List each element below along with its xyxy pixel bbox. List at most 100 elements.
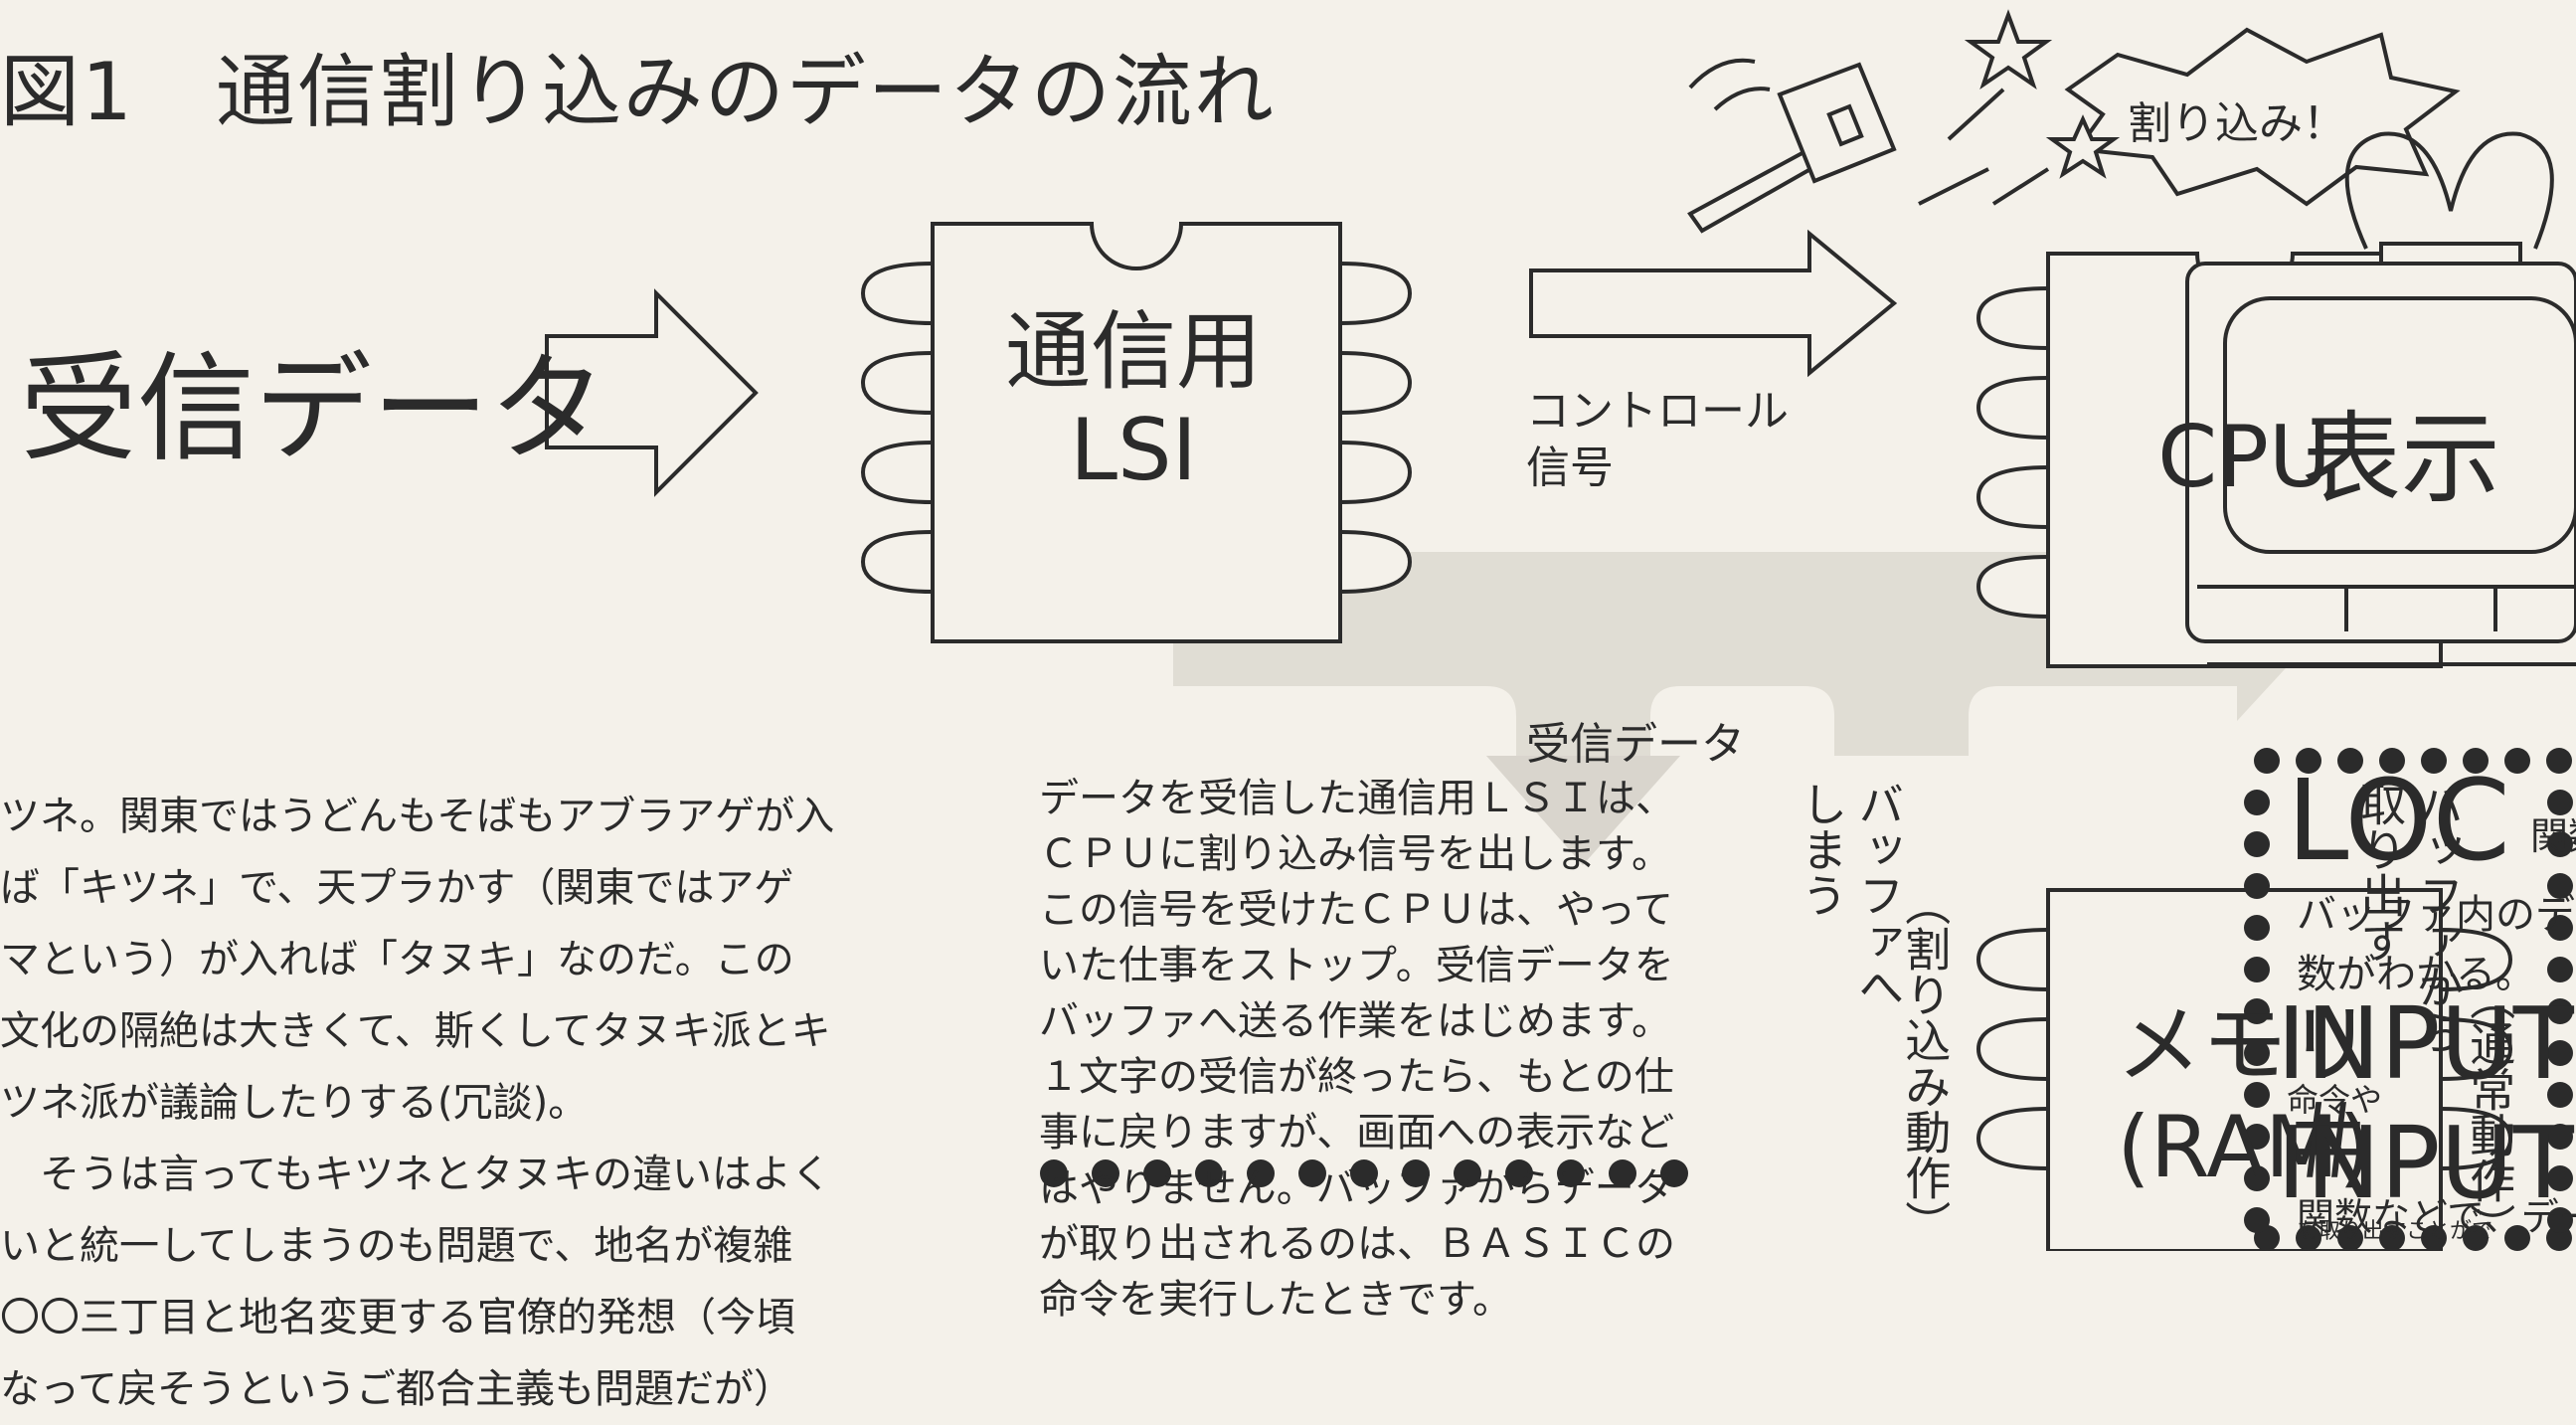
caption-dot [1402, 1159, 1430, 1187]
tv-display-icon [2185, 131, 2576, 666]
border-dot [2244, 1165, 2270, 1191]
border-dot [2244, 831, 2270, 857]
border-dot [2547, 1124, 2573, 1150]
border-dot [2296, 1225, 2321, 1251]
control-signal-line2: 信号 [1526, 443, 1614, 494]
interrupt-label: 割り込み！ [2128, 98, 2346, 149]
to-buffer-line2: しまう [1795, 781, 1849, 918]
caption-dot [1454, 1159, 1481, 1187]
memory-line1: メモリ [2116, 995, 2373, 1095]
border-dot [2254, 748, 2280, 774]
caption-line: ＣＰＵに割り込み信号を出します。 [1039, 831, 1671, 877]
caption-dot [1660, 1159, 1688, 1187]
loc-big: LOC [2287, 757, 2510, 886]
lsi-chip-label: 通信用 LSI [984, 303, 1283, 500]
interrupt-operation-label: （割り込み動作） [1898, 880, 1953, 1246]
figure-title: 図1 通信割り込みのデータの流れ [0, 46, 1276, 138]
caption-line: はやりません。バッファからデータ [1039, 1165, 1674, 1211]
border-dot [2547, 998, 2573, 1024]
border-dot [2244, 1040, 2270, 1066]
border-dot [2244, 1082, 2270, 1108]
buffer-count-line1: バッファ内のデータ [2297, 892, 2576, 938]
border-dot [2547, 873, 2573, 899]
hammer-icon [1687, 58, 1897, 234]
border-dot [2244, 915, 2270, 941]
from-buffer-line2: 取り出す [2353, 781, 2408, 964]
caption-paragraph: データを受信した通信用ＬＳＩは、 ＣＰＵに割り込み信号を出します。 この信号を受… [1039, 771, 1675, 1328]
received-data-label: 受信データ [20, 340, 607, 477]
command-or-text: 命令や [2287, 1081, 2383, 1119]
interrupt-burst [1918, 9, 2461, 207]
caption-line: 命令を実行したときです。 [1039, 1277, 1512, 1323]
info-box-border [2244, 748, 2573, 1251]
control-signal-label: コントロール 信号 [1526, 383, 1789, 496]
normal-operation-label: （通常動作） [2463, 975, 2517, 1249]
body-line: ツネ派が議論したりする(冗談)。 [0, 1080, 589, 1126]
border-dot [2296, 748, 2321, 774]
border-dot [2504, 748, 2530, 774]
border-dot [2546, 748, 2572, 774]
input-hash-text: INPUT＃ [2277, 985, 2574, 1201]
display-label: 表示 [2302, 401, 2500, 517]
body-line: そうは言ってもキツネとタヌキの違いはよく [40, 1152, 831, 1197]
caption-dot [1609, 1159, 1636, 1187]
body-line: 〇〇三丁目と地名変更する官僚的発想（今頃 [0, 1295, 795, 1340]
border-dot [2379, 1225, 2405, 1251]
caption-dot [1557, 1159, 1585, 1187]
caption-dot [1092, 1159, 1119, 1187]
border-dot [2421, 748, 2447, 774]
caption-dot [1040, 1159, 1068, 1187]
lsi-line1: 通信用 [1005, 302, 1262, 402]
border-dot [2547, 1207, 2573, 1233]
cpu-label: CPU [2157, 408, 2331, 507]
caption-line: １文字の受信が終ったら、もとの仕 [1039, 1054, 1674, 1100]
diagram-canvas: 図1 通信割り込みのデータの流れ 受信データ 通信用 LSI コントロール 信号… [0, 9, 2576, 1412]
caption-dots [1040, 1159, 1688, 1187]
body-text: ツネ。関東ではうどんもそばもアブラアゲが入 ば「キツネ」で、天プラかす（関東では… [0, 781, 834, 1425]
border-dot [2547, 1040, 2573, 1066]
border-dot [2379, 748, 2405, 774]
body-line: 文化の隔絶は大きくて、斯くしてタヌキ派とキ [0, 1008, 831, 1054]
control-signal-line1: コントロール [1526, 386, 1789, 437]
caption-line: 事に戻りますが、画面への表示など [1039, 1110, 1675, 1156]
from-buffer-line1: バッファから [2411, 781, 2466, 1055]
border-dot [2547, 957, 2573, 982]
caption-dot [1195, 1159, 1223, 1187]
caption-dot [1143, 1159, 1171, 1187]
caption-line: データを受信した通信用ＬＳＩは、 [1039, 776, 1675, 821]
border-dot [2547, 831, 2573, 857]
border-dot [2504, 1225, 2530, 1251]
border-dot [2244, 1207, 2270, 1233]
diagram-graphics [545, 9, 2576, 1251]
caption-line: バッファへ送る作業をはじめます。 [1039, 998, 1671, 1044]
border-dot [2337, 1225, 2363, 1251]
border-dot [2463, 1225, 2489, 1251]
border-dot [2244, 873, 2270, 899]
loc-small: 関数で [2530, 814, 2576, 858]
received-data-arrow [545, 288, 759, 497]
fetch-line1: 関数などで、データ [2297, 1195, 2576, 1239]
memory-label: メモリ (RAM) [2048, 994, 2441, 1199]
buffer-count-line2: 数がわかる。 [2297, 952, 2535, 997]
border-dot [2244, 1124, 2270, 1150]
body-line: いと統一してしまうのも問題で、地名が複雑 [0, 1223, 793, 1269]
lsi-line2: LSI [1070, 400, 1197, 500]
border-dot [2244, 957, 2270, 982]
border-dot [2337, 748, 2363, 774]
caption-dot [1298, 1159, 1326, 1187]
border-dot [2547, 790, 2573, 815]
memory-chip [1975, 888, 2513, 1251]
border-dot [2244, 790, 2270, 815]
border-dot [2244, 998, 2270, 1024]
memory-line2: (RAM) [2117, 1098, 2372, 1198]
caption-dot [1505, 1159, 1533, 1187]
body-line: ば「キツネ」で、天プラかす（関東ではアゲ [0, 865, 794, 911]
caption-line: この信号を受けたＣＰＵは、やって [1039, 887, 1673, 933]
to-buffer-line1: バッファへ [1851, 781, 1906, 1009]
border-dot [2547, 1165, 2573, 1191]
border-dot [2463, 748, 2489, 774]
border-dot [2547, 1082, 2573, 1108]
body-line: ツネ。関東ではうどんもそばもアブラアゲが入 [0, 794, 835, 839]
control-signal-arrow [1529, 229, 1898, 378]
body-line: なって戻そうというご都合主義も問題だが） [0, 1366, 793, 1412]
